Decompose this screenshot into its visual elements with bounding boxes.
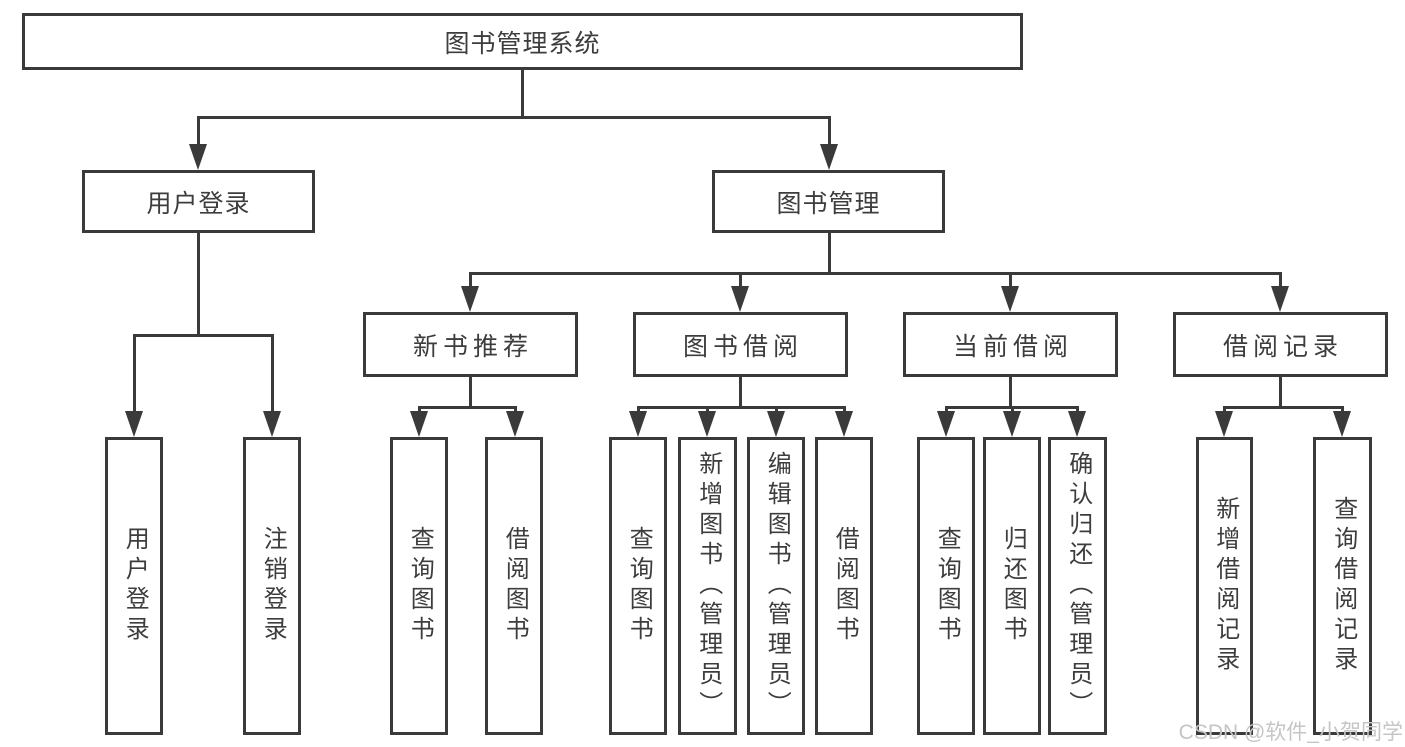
arrow-down-icon — [263, 411, 281, 437]
arrow-down-icon — [189, 144, 207, 170]
node-add-borrow-record: 新增借阅记录 — [1196, 437, 1253, 735]
connector-line-vertical — [132, 335, 136, 415]
connector-line-horizontal — [417, 405, 517, 409]
arrow-down-icon — [698, 411, 716, 437]
arrow-down-icon — [629, 411, 647, 437]
node-label: 归还图书 — [999, 526, 1027, 646]
node-label: 查询图书 — [625, 526, 653, 646]
connector-line-vertical — [196, 117, 200, 148]
connector-line-vertical — [827, 117, 831, 148]
node-query-books-recommend: 查询图书 — [390, 437, 448, 735]
node-current-borrowing: 当前借阅 — [903, 312, 1118, 377]
arrow-down-icon — [1001, 286, 1019, 312]
arrow-down-icon — [1333, 411, 1351, 437]
connector-line-vertical — [468, 377, 472, 408]
node-new-book-recommendation: 新书推荐 — [363, 312, 578, 377]
node-label: 查询图书 — [933, 526, 961, 646]
node-borrow-books-recommend: 借阅图书 — [485, 437, 543, 735]
arrow-down-icon — [506, 411, 524, 437]
connector-line-horizontal — [468, 271, 1282, 275]
node-label: 借阅记录 — [1222, 332, 1343, 361]
connector-line-vertical — [738, 377, 742, 408]
node-return-books: 归还图书 — [983, 437, 1041, 735]
node-borrowing-records: 借阅记录 — [1173, 312, 1388, 377]
node-label: 新增借阅记录 — [1211, 496, 1239, 676]
node-label: 用户登录 — [121, 526, 149, 646]
connector-line-vertical — [1278, 273, 1282, 290]
node-library-management-system: 图书管理系统 — [22, 13, 1023, 70]
node-label: 图书管理系统 — [444, 29, 601, 58]
node-label: 当前借阅 — [952, 332, 1073, 361]
csdn-watermark: CSDN @软件_小贺同学 — [1178, 721, 1403, 744]
arrow-down-icon — [1003, 411, 1021, 437]
arrow-down-icon — [1068, 411, 1086, 437]
connector-line-vertical — [270, 335, 274, 415]
connector-line-vertical — [196, 233, 200, 336]
arrow-down-icon — [835, 411, 853, 437]
node-query-books-borrowing: 查询图书 — [609, 437, 667, 735]
arrow-down-icon — [731, 286, 749, 312]
arrow-down-icon — [410, 411, 428, 437]
node-add-book-admin: 新增图书（管理员） — [678, 437, 737, 735]
arrow-down-icon — [461, 286, 479, 312]
arrow-down-icon — [1271, 286, 1289, 312]
node-label: 图书管理 — [776, 189, 881, 218]
node-label: 注销登录 — [259, 526, 287, 646]
arrow-down-icon — [937, 411, 955, 437]
node-user-login-branch: 用户登录 — [82, 170, 315, 233]
connector-line-vertical — [1278, 377, 1282, 408]
node-borrow-books-borrowing: 借阅图书 — [815, 437, 873, 735]
node-label: 借阅图书 — [501, 526, 529, 646]
node-book-borrowing: 图书借阅 — [633, 312, 848, 377]
connector-line-vertical — [738, 273, 742, 290]
node-label: 查询借阅记录 — [1329, 496, 1357, 676]
node-label: 借阅图书 — [831, 526, 859, 646]
node-query-books-current: 查询图书 — [917, 437, 975, 735]
node-label: 用户登录 — [146, 189, 251, 218]
node-edit-book-admin: 编辑图书（管理员） — [747, 437, 805, 735]
node-query-borrow-record: 查询借阅记录 — [1313, 437, 1372, 735]
node-label: 确认归还（管理员） — [1064, 451, 1092, 721]
connector-line-vertical — [1008, 273, 1012, 290]
arrow-down-icon — [125, 411, 143, 437]
connector-line-horizontal — [944, 405, 1079, 409]
node-logout-leaf: 注销登录 — [243, 437, 301, 735]
node-book-management-branch: 图书管理 — [712, 170, 945, 233]
connector-line-vertical — [1008, 377, 1012, 408]
connector-line-horizontal — [1222, 405, 1344, 409]
node-label: 新书推荐 — [412, 332, 533, 361]
connector-line-horizontal — [636, 405, 846, 409]
node-label: 图书借阅 — [682, 332, 803, 361]
arrow-down-icon — [820, 144, 838, 170]
node-label: 新增图书（管理员） — [694, 451, 722, 721]
arrow-down-icon — [1215, 411, 1233, 437]
node-confirm-return-admin: 确认归还（管理员） — [1048, 437, 1107, 735]
node-user-login-leaf: 用户登录 — [105, 437, 163, 735]
connector-line-horizontal — [132, 333, 274, 337]
connector-line-vertical — [827, 233, 831, 274]
node-label: 编辑图书（管理员） — [763, 451, 791, 721]
arrow-down-icon — [767, 411, 785, 437]
node-label: 查询图书 — [406, 526, 434, 646]
connector-line-horizontal — [196, 115, 831, 119]
connector-line-vertical — [520, 70, 524, 119]
connector-line-vertical — [468, 273, 472, 290]
